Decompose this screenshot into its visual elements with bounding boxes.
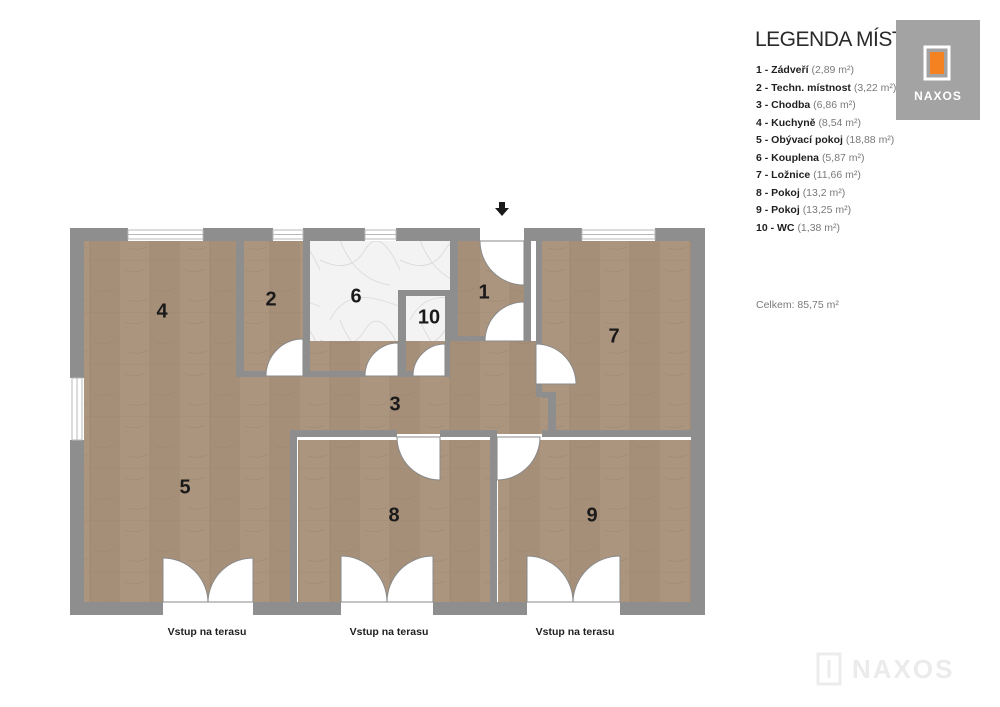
room-number-10: 10 bbox=[417, 306, 441, 329]
logo-text: NAXOS bbox=[914, 89, 962, 103]
room-number-9: 9 bbox=[586, 504, 598, 527]
room-number-2: 2 bbox=[265, 288, 277, 311]
room-8-floor bbox=[298, 440, 490, 602]
entrance-arrow-icon bbox=[495, 202, 509, 216]
room-number-8: 8 bbox=[388, 504, 400, 527]
room-number-6: 6 bbox=[350, 285, 362, 308]
room-7-floor bbox=[541, 241, 691, 431]
legend-item: 3 - Chodba (6,86 m²) bbox=[756, 99, 856, 111]
total-area: Celkem: 85,75 m² bbox=[756, 299, 839, 311]
room-number-5: 5 bbox=[179, 476, 191, 499]
legend-item: 6 - Kouplena (5,87 m²) bbox=[756, 151, 865, 164]
naxos-logo-icon bbox=[923, 45, 951, 81]
room-number-4: 4 bbox=[156, 300, 168, 323]
naxos-logo: NAXOS bbox=[896, 20, 980, 120]
legend-item: 9 - Pokoj (13,25 m²) bbox=[756, 204, 852, 216]
legend-list: 1 - Zádveří (2,89 m²) 2 - Techn. místnos… bbox=[756, 62, 896, 237]
watermark-text: NAXOS bbox=[852, 654, 955, 684]
room-number-3: 3 bbox=[389, 393, 401, 416]
terrace-entrance-label-1: Vstup na terasu bbox=[167, 626, 247, 638]
legend-item: 1 - Zádveří (2,89 m²) bbox=[756, 64, 855, 76]
room-number-1: 1 bbox=[478, 281, 490, 304]
room-number-7: 7 bbox=[608, 325, 620, 348]
watermark-logo-icon bbox=[816, 652, 842, 686]
legend-item: 2 - Techn. místnost (3,22 m²) bbox=[756, 81, 897, 94]
legend-item: 4 - Kuchyně (8,54 m²) bbox=[756, 116, 862, 129]
legend-item: 7 - Ložnice (11,66 m²) bbox=[756, 169, 861, 181]
terrace-entrance-label-2: Vstup na terasu bbox=[349, 626, 429, 638]
legend-item: 8 - Pokoj (13,2 m²) bbox=[756, 186, 846, 199]
terrace-entrance-label-3: Vstup na terasu bbox=[535, 626, 615, 638]
legend-item: 5 - Obývací pokoj (18,88 m²) bbox=[756, 134, 895, 146]
legend-item: 10 - WC (1,38 m²) bbox=[756, 221, 841, 234]
room-4-floor bbox=[84, 241, 236, 391]
floor-fills bbox=[84, 241, 691, 602]
doors bbox=[162, 240, 621, 603]
walls bbox=[70, 228, 705, 615]
windows bbox=[71, 229, 656, 441]
